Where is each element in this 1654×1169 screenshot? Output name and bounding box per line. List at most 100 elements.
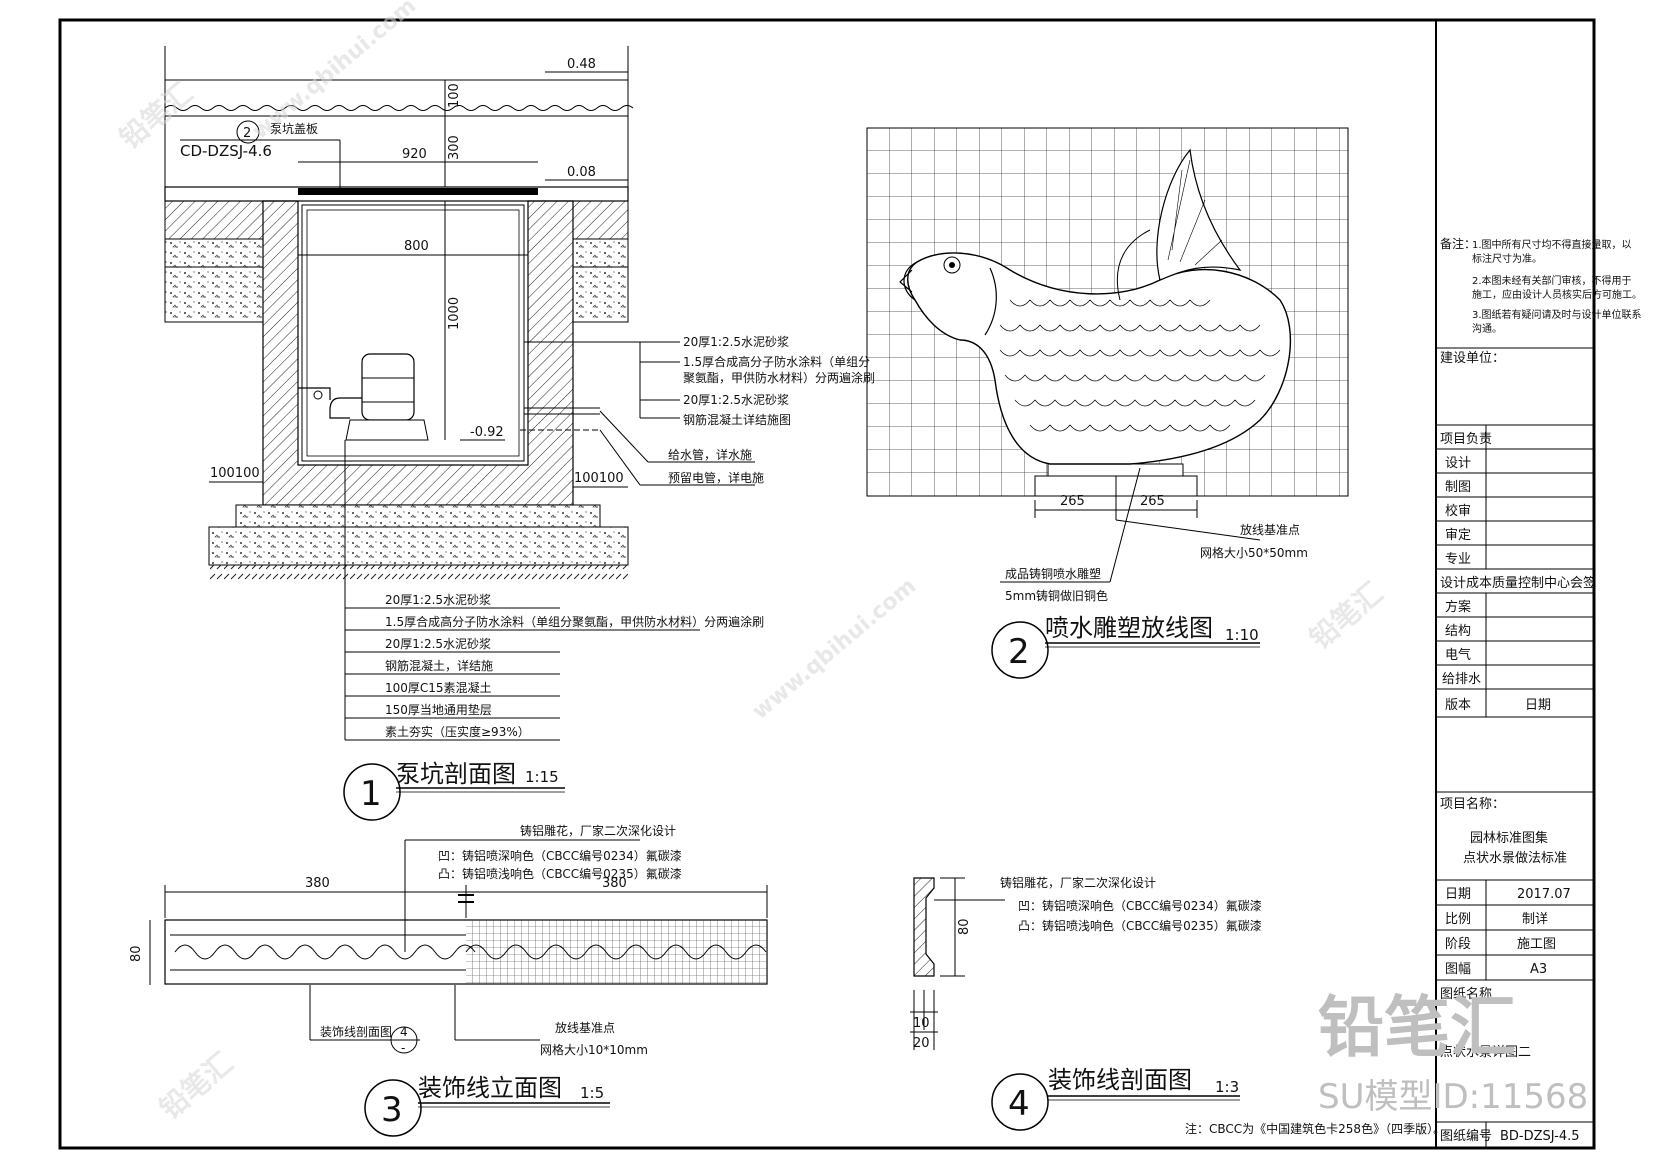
sculpture-dim-right: 265 [1140,494,1165,509]
molding-note-1: 凹：铸铝喷深响色（CBCC编号0234）氟碳漆 [438,848,682,863]
tb-row-1: 项目负责 [1440,432,1492,447]
sculpture-dim-left: 265 [1060,494,1085,509]
note-right-2: 1.5厚合成高分子防水涂料（单组分 [683,354,870,369]
tb-mid-4: 给排水 [1442,672,1481,687]
drawing3-title: 装饰线立面图 [418,1074,562,1102]
note-bottom-5: 100厚C15素混凝土 [385,680,492,695]
molding-section: 80 铸铝雕花，厂家二次深化设计 凹：铸铝喷深响色（CBCC编号0234）氟碳漆… [910,875,1445,1136]
tb-info-value-4: A3 [1530,962,1547,977]
tb-info-label-2: 比例 [1445,912,1471,927]
note-bottom-1: 20厚1:2.5水泥砂浆 [385,592,491,607]
tb-row-3: 制图 [1445,480,1471,495]
ref-label: 泵坑盖板 [270,121,318,136]
section-ref-label: 装饰线剖面图 [320,1025,392,1039]
note-right-5: 钢筋混凝土详结施图 [683,412,791,427]
drawing3-scale: 1:5 [580,1084,604,1102]
note-bottom-6: 150厚当地通用垫层 [385,702,492,717]
section-ref-sheet: - [401,1041,405,1055]
note-right-1: 20厚1:2.5水泥砂浆 [683,334,789,349]
wm-url-2: www.qbihui.com [748,574,921,725]
section-note-2: 凸：铸铝喷浅响色（CBCC编号0235）氟碳漆 [1018,918,1262,933]
note-right-4: 20厚1:2.5水泥砂浆 [683,392,789,407]
tb-note-3: 2.本图未经有关部门审核，不得用于 [1472,274,1632,287]
drawing1-number: 1 [360,774,382,814]
note-bottom-4: 钢筋混凝土，详结施 [385,658,493,673]
note-pipe-2: 预留电管，详电施 [668,470,764,485]
tb-project-name-2: 点状水景做法标准 [1463,851,1567,866]
tb-mid-2: 结构 [1445,624,1471,639]
dim-right-level: 0.08 [567,165,596,180]
tb-version-value: 日期 [1525,698,1551,713]
sheet-frame [58,18,1596,1150]
title-block [1436,347,1594,1148]
dim-top-level: 0.48 [567,57,596,72]
tb-info-label-1: 日期 [1445,887,1471,902]
section-note-title: 铸铝雕花，厂家二次深化设计 [1000,875,1156,890]
dim-depth-mid: 300 [447,135,462,160]
sculpture-note-1: 成品铸铜喷水雕塑 [1005,566,1101,581]
molding-note-title: 铸铝雕花，厂家二次深化设计 [520,823,676,838]
sculpture-base-point: 放线基准点 [1240,522,1300,537]
drawing4-title: 装饰线剖面图 [1048,1066,1192,1094]
drawing4-number: 4 [1008,1084,1030,1124]
drawing2-number: 2 [1008,632,1030,672]
tb-client-label: 建设单位： [1440,351,1505,366]
tb-note-6: 沟通。 [1472,322,1502,335]
title-block-text: 备注： 1.图中所有尺寸均不得直接量取，以 标注尺寸为准。 2.本图未经有关部门… [1440,236,1642,1144]
wm-brand-2: 铅笔汇 [1303,576,1389,655]
pump-pit-section: 0.48 0.08 920 800 100 300 1000 -0.92 100… [164,46,875,821]
molding-base-point: 放线基准点 [555,1020,615,1035]
dim-left-offsets: 100100 [210,466,260,481]
fountain-sculpture-layout: 265 265 放线基准点 网格大小50*50mm 成品铸铜喷水雕塑 5mm铸铜… [866,127,1349,679]
note-bottom-3: 20厚1:2.5水泥砂浆 [385,636,491,651]
note-pipe-1: 给水管，详水施 [668,447,752,462]
note-bottom-7: 素土夯实（压实度≥93%） [385,724,530,739]
tb-info-label-4: 图幅 [1445,962,1471,977]
molding-grid-note: 网格大小10*10mm [540,1042,648,1057]
tb-sheet-name: 点状水景详图二 [1440,1045,1531,1060]
tb-note-1: 1.图中所有尺寸均不得直接量取，以 [1472,238,1632,251]
tb-project-label: 项目名称： [1440,796,1505,812]
wm-model-id: SU模型ID:11568 [1318,1077,1588,1117]
tb-info-value-1: 2017.07 [1517,887,1571,902]
dim-inner-width: 800 [404,239,429,254]
dim-right-offsets: 100100 [574,471,624,486]
drawing1-scale: 1:15 [525,768,559,786]
tb-row-2: 设计 [1445,456,1471,471]
section-height: 80 [957,918,972,935]
note-right-3: 聚氨酯，甲供防水材料）分两遍涂刷 [683,370,875,385]
tb-row-5: 审定 [1445,528,1471,543]
tb-notes-label: 备注： [1440,236,1476,251]
tb-info-label-5: 图纸名称 [1440,986,1492,1002]
ref-number: 2 [243,126,251,141]
wm-brand-3: 铅笔汇 [153,1046,239,1125]
tb-row-6: 专业 [1445,552,1471,567]
tb-sheet-no: BD-DZSJ-4.5 [1500,1129,1580,1144]
tb-wide-row: 设计成本质量控制中心会签 [1440,575,1596,591]
molding-dim-right: 380 [602,876,627,891]
molding-height: 80 [129,945,144,962]
section-ref-num: 4 [400,1025,408,1039]
drawing4-scale: 1:3 [1215,1078,1239,1096]
wm-brand-large: 铅笔汇 [1318,989,1516,1066]
note-bottom-2: 1.5厚合成高分子防水涂料（单组分聚氨酯，甲供防水材料）分两遍涂刷 [385,614,764,629]
tb-info-label-3: 阶段 [1445,937,1471,952]
section-note-1: 凹：铸铝喷深响色（CBCC编号0234）氟碳漆 [1018,898,1262,913]
drawing2-scale: 1:10 [1225,626,1259,644]
dim-cover-width: 920 [402,147,427,162]
section-dim-small: 10 [913,1016,930,1031]
tb-row-4: 校审 [1445,503,1471,519]
dim-depth-inner: 1000 [447,297,462,330]
footnote: 注：CBCC为《中国建筑色卡258色》（四季版）。 [1185,1121,1445,1136]
tb-sheet-no-label: 图纸编号 [1440,1129,1492,1144]
molding-elevation: 380 380 80 铸铝雕花，厂家二次深化设计 凹：铸铝喷深响色（CBCC编号… [129,823,768,1137]
section-dim-total: 20 [913,1036,930,1051]
sculpture-note-2: 5mm铸铜做旧铜色 [1005,588,1108,603]
tb-version-label: 版本 [1445,698,1471,713]
dim-bottom-level: -0.92 [470,425,504,440]
tb-mid-1: 方案 [1445,599,1471,615]
dim-depth-top: 100 [447,83,462,108]
molding-note-2: 凸：铸铝喷浅响色（CBCC编号0235）氟碳漆 [438,866,682,881]
molding-dim-left: 380 [305,876,330,891]
